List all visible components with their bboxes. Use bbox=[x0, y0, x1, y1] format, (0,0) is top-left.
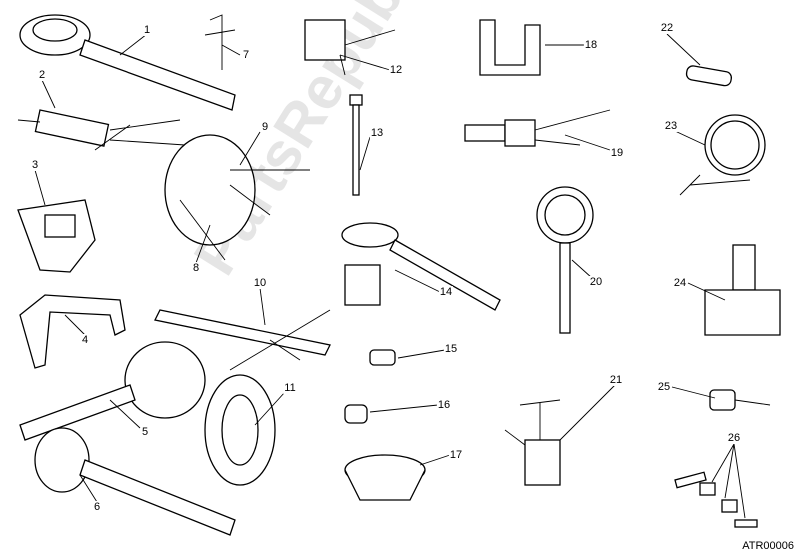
leader-lines bbox=[34, 33, 746, 519]
callout-13: 13 bbox=[369, 127, 385, 139]
callout-17: 17 bbox=[448, 449, 464, 461]
part-23-dial-indicator bbox=[679, 114, 766, 196]
part-9-degree-wheel bbox=[164, 134, 310, 261]
callout-9: 9 bbox=[260, 121, 270, 133]
part-20-bore-gauge bbox=[536, 186, 594, 334]
callout-4: 4 bbox=[80, 334, 90, 346]
callout-18: 18 bbox=[583, 39, 599, 51]
part-25-fitting bbox=[709, 389, 771, 411]
part-26-small-parts bbox=[674, 471, 758, 528]
part-12-holder bbox=[304, 19, 396, 76]
part-6-socket-wrench bbox=[34, 427, 236, 536]
part-4-bent-wrench bbox=[19, 294, 126, 369]
part-3-gauge bbox=[17, 199, 96, 273]
part-24-holder bbox=[704, 244, 781, 336]
callout-10: 10 bbox=[252, 277, 268, 289]
callout-22: 22 bbox=[659, 22, 675, 34]
part-21-tool bbox=[504, 399, 561, 486]
part-10-puller bbox=[154, 309, 331, 371]
part-15-plug bbox=[369, 349, 396, 366]
callout-1: 1 bbox=[142, 24, 152, 36]
part-22-pin bbox=[685, 65, 733, 87]
part-19-shaft bbox=[464, 109, 611, 147]
part-11-ring bbox=[204, 374, 276, 486]
callout-23: 23 bbox=[663, 120, 679, 132]
callout-21: 21 bbox=[608, 374, 624, 386]
callout-3: 3 bbox=[30, 159, 40, 171]
callout-8: 8 bbox=[191, 262, 201, 274]
part-18-bracket bbox=[479, 19, 541, 76]
part-7-hook bbox=[204, 14, 236, 70]
part-16-plug bbox=[344, 404, 368, 424]
callout-7: 7 bbox=[241, 49, 251, 61]
callout-16: 16 bbox=[436, 399, 452, 411]
part-14-socket bbox=[341, 222, 501, 311]
callout-2: 2 bbox=[37, 69, 47, 81]
callout-15: 15 bbox=[443, 343, 459, 355]
diagram-code: ATR00006 bbox=[742, 540, 794, 552]
callout-25: 25 bbox=[656, 381, 672, 393]
callout-14: 14 bbox=[438, 286, 454, 298]
part-13-rod bbox=[349, 94, 363, 196]
callout-19: 19 bbox=[609, 147, 625, 159]
part-17-cap bbox=[344, 454, 426, 501]
part-1-ring-spanner bbox=[19, 14, 236, 111]
callout-12: 12 bbox=[388, 64, 404, 76]
callout-6: 6 bbox=[92, 501, 102, 513]
callout-5: 5 bbox=[140, 426, 150, 438]
callout-26: 26 bbox=[726, 432, 742, 444]
callout-11: 11 bbox=[283, 382, 297, 394]
part-2-puller bbox=[17, 109, 186, 151]
part-5-wrench bbox=[19, 341, 206, 441]
callout-20: 20 bbox=[588, 276, 604, 288]
callout-24: 24 bbox=[672, 277, 688, 289]
